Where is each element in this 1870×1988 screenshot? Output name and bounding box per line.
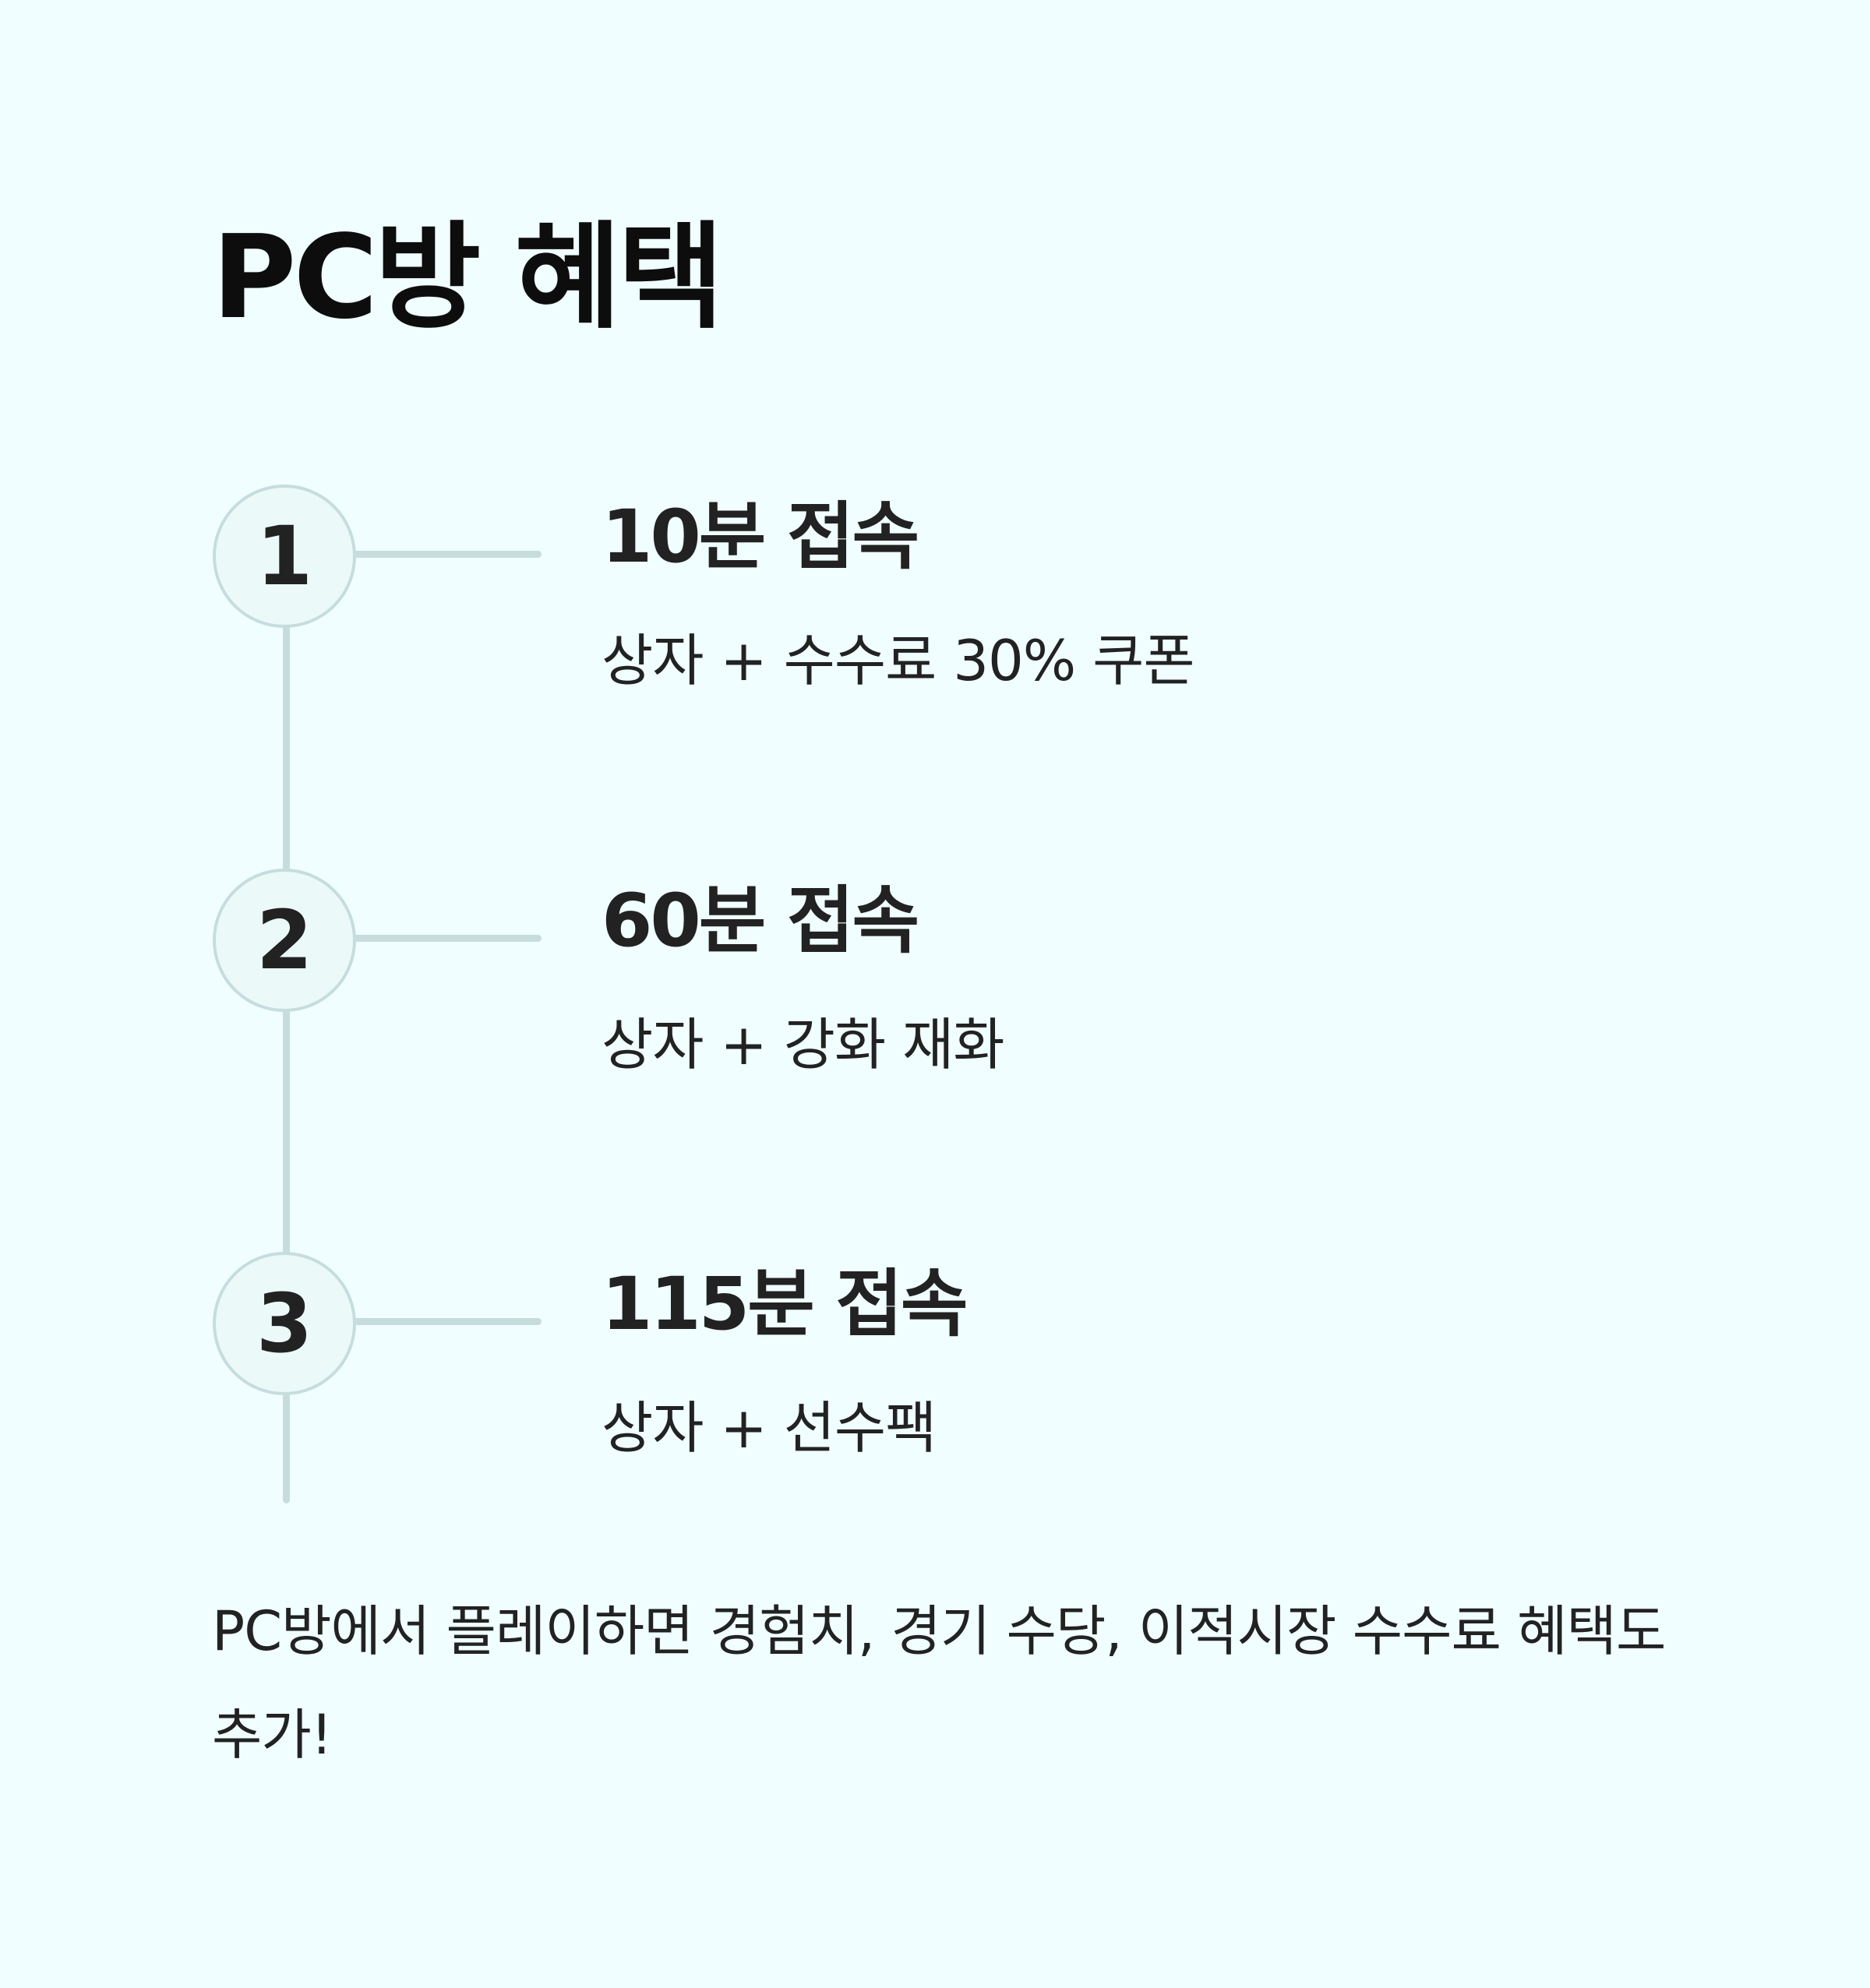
step-reward: 상자 + 선수팩 [602,1395,937,1461]
step-reward: 상자 + 수수료 30% 쿠폰 [602,628,1195,693]
footer-note: PC방에서 플레이하면 경험치, 경기 수당, 이적시장 수수료 혜택도 추가! [212,1599,1666,1767]
timeline-rail [283,623,290,1503]
step-number-badge: 2 [213,869,356,1012]
page-title: PC방 혜택 [212,210,724,344]
step-connector [353,1318,542,1325]
step-number-badge: 1 [213,485,356,628]
step-reward: 상자 + 강화 재화 [602,1012,1004,1077]
step-connector [353,935,542,942]
step-title: 10분 접속 [602,495,919,580]
step-title: 115분 접속 [602,1262,968,1347]
step-title: 60분 접속 [602,879,919,964]
step-3: 3 115분 접속 상자 + 선수팩 [0,1252,1870,1461]
step-connector [353,551,542,558]
step-number-badge: 3 [213,1252,356,1395]
